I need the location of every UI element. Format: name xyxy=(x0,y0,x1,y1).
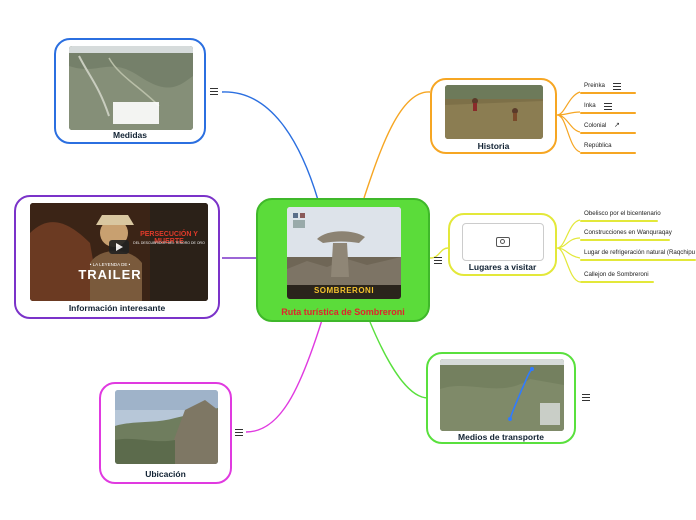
notes-icon[interactable] xyxy=(613,83,621,91)
node-medidas[interactable]: Medidas xyxy=(54,38,206,144)
leaf-underline xyxy=(580,132,636,134)
leaf-inka[interactable]: Inka xyxy=(584,102,596,109)
notes-icon[interactable] xyxy=(582,394,590,402)
ubicacion-title: Ubicación xyxy=(101,469,230,479)
leaf-construcciones[interactable]: Construcciones en Wanquraqay xyxy=(584,229,672,236)
lugares-image-placeholder xyxy=(462,223,544,261)
notes-icon[interactable] xyxy=(604,103,612,111)
leaf-obelisco[interactable]: Obelisco por el bicentenario xyxy=(584,210,661,217)
medidas-map-image xyxy=(69,46,193,130)
informacion-video-thumbnail[interactable]: PERSECUCIÓN Y MUERTE DEL DESCUBRIDOR DEL… xyxy=(30,203,208,301)
link-historia xyxy=(364,92,430,198)
ubicacion-image xyxy=(115,390,218,464)
node-lugares[interactable]: Lugares a visitar xyxy=(448,213,557,276)
leaf-preinka[interactable]: Preinka xyxy=(584,82,605,89)
video-banner-sub: DEL DESCUBRIDOR DEL TESORO DE ORO xyxy=(130,241,208,245)
video-trailer-label: TRAILER xyxy=(75,267,145,282)
leaf-republica[interactable]: República xyxy=(584,142,612,149)
historia-title: Historia xyxy=(432,141,555,151)
leaf-refrigeracion[interactable]: Lugar de refrigeración natural (Raqchipu xyxy=(584,249,695,256)
leaf-colonial[interactable]: Colonial xyxy=(584,122,606,129)
camera-icon xyxy=(496,237,510,247)
leaf-callejon[interactable]: Callejon de Sombreroni xyxy=(584,271,649,278)
play-button-icon[interactable] xyxy=(109,240,129,254)
notes-icon[interactable] xyxy=(210,88,218,96)
leaf-underline xyxy=(580,112,636,114)
link-medios xyxy=(370,322,428,398)
central-image: SOMBRERONI xyxy=(287,207,401,299)
central-image-banner: SOMBRERONI xyxy=(287,286,401,295)
leaf-underline xyxy=(580,92,636,94)
notes-icon[interactable] xyxy=(235,429,243,437)
lugares-title: Lugares a visitar xyxy=(450,262,555,272)
central-title: Ruta turística de Sombreroni xyxy=(258,307,428,317)
leaf-underline xyxy=(580,281,654,283)
medios-title: Medios de transporte xyxy=(428,432,574,442)
leaf-underline xyxy=(580,259,696,261)
notes-icon[interactable] xyxy=(434,257,442,265)
external-link-icon[interactable]: ↗ xyxy=(614,121,620,129)
link-lugares-children xyxy=(557,220,580,282)
central-node[interactable]: SOMBRERONI Ruta turística de Sombreroni xyxy=(256,198,430,322)
leaf-underline xyxy=(580,220,658,222)
historia-image xyxy=(445,85,543,139)
node-ubicacion[interactable]: Ubicación xyxy=(99,382,232,484)
node-informacion[interactable]: PERSECUCIÓN Y MUERTE DEL DESCUBRIDOR DEL… xyxy=(14,195,220,319)
leaf-underline xyxy=(580,152,636,154)
node-historia[interactable]: Historia xyxy=(430,78,557,154)
medidas-title: Medidas xyxy=(56,130,204,140)
link-medidas xyxy=(222,92,318,200)
informacion-title: Información interesante xyxy=(16,303,218,313)
medios-map-image xyxy=(440,359,564,431)
link-ubicacion xyxy=(246,320,322,432)
leaf-underline xyxy=(580,239,670,241)
node-medios[interactable]: Medios de transporte xyxy=(426,352,576,444)
link-historia-children xyxy=(557,92,580,152)
